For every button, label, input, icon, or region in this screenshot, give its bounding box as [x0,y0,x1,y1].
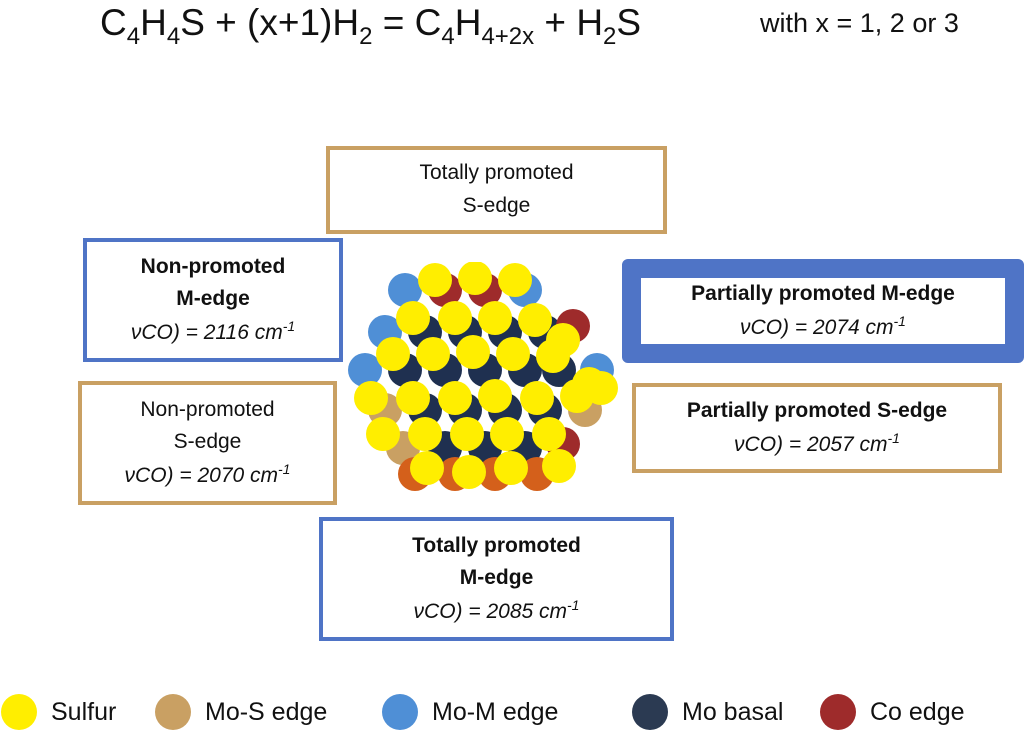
co-frequency: νCO) = 2074 cm-1 [740,312,906,339]
sulfur-atom [438,301,472,335]
box-title-line1: Partially promoted S-edge [686,398,948,422]
mo-basal-swatch [632,694,668,730]
box-title-line2: M-edge [459,566,534,590]
sulfur-atom [452,455,486,489]
sulfur-atom [418,263,452,297]
box-totally-promoted-m-edge: Totally promoted M-edge νCO) = 2085 cm-1 [319,517,674,641]
legend-sulfur: Sulfur [1,694,116,730]
sulfur-atom [478,379,512,413]
co-frequency: νCO) = 2085 cm-1 [413,596,580,623]
sulfur-atom [458,262,492,295]
reaction-equation: C4H4S + (x+1)H2 = C4H4+2x + H2S [100,2,642,50]
co-frequency: νCO) = 2057 cm-1 [734,429,900,456]
sulfur-atom [410,451,444,485]
cosmos-cluster-illustration [348,262,618,491]
sulfur-atom [494,451,528,485]
legend-mo-m-edge: Mo-M edge [382,694,558,730]
sulfur-atom [354,381,388,415]
co-edge-swatch [820,694,856,730]
box-non-promoted-m-edge: Non-promoted M-edge νCO) = 2116 cm-1 [83,238,343,362]
sulfur-atom [584,371,618,405]
legend-mo-basal: Mo basal [632,694,783,730]
sulfur-atom [396,301,430,335]
sulfur-swatch [1,694,37,730]
co-frequency: νCO) = 2070 cm-1 [124,460,291,487]
box-title-line1: Partially promoted M-edge [691,281,955,305]
sulfur-atom [408,417,442,451]
x-values-note: with x = 1, 2 or 3 [760,8,959,38]
box-title-line2: S-edge [173,430,242,454]
sulfur-atom [490,417,524,451]
mo-m-edge-atom [388,273,422,307]
sulfur-atom [536,339,570,373]
box-partially-promoted-s-edge: Partially promoted S-edge νCO) = 2057 cm… [632,383,1002,473]
box-title-line1: Non-promoted [140,397,275,421]
legend-label: Co edge [870,697,965,726]
box-partially-promoted-m-edge: Partially promoted M-edge νCO) = 2074 cm… [622,259,1024,363]
co-frequency: νCO) = 2116 cm-1 [130,317,296,344]
sulfur-atom [396,381,430,415]
box-title-line2: M-edge [176,287,250,311]
sulfur-atom [456,335,490,369]
sulfur-atom [498,263,532,297]
sulfur-atom [542,449,576,483]
sulfur-atom [518,303,552,337]
box-non-promoted-s-edge: Non-promoted S-edge νCO) = 2070 cm-1 [78,381,337,505]
sulfur-atom [376,337,410,371]
sulfur-atom [366,417,400,451]
box-title-line2: S-edge [462,194,531,217]
legend-mo-s-edge: Mo-S edge [155,694,327,730]
mo-m-edge-atom [348,353,382,387]
box-title-line1: Non-promoted [140,254,286,278]
legend-co-edge: Co edge [820,694,965,730]
box-title-line1: Totally promoted [412,533,581,557]
sulfur-atom [532,417,566,451]
legend-label: Mo-S edge [205,697,328,726]
sulfur-atom [520,381,554,415]
sulfur-atom [478,301,512,335]
box-title-line1: Totally promoted [419,161,574,185]
sulfur-atom [496,337,530,371]
mo-s-edge-swatch [155,694,191,730]
sulfur-atom [416,337,450,371]
sulfur-atom [450,417,484,451]
legend-label: Mo-M edge [432,697,559,726]
mo-m-edge-swatch [382,694,418,730]
legend-label: Mo basal [682,697,784,726]
sulfur-atom [438,381,472,415]
box-totally-promoted-s-edge: Totally promoted S-edge [326,146,667,234]
legend-label: Sulfur [51,697,117,726]
